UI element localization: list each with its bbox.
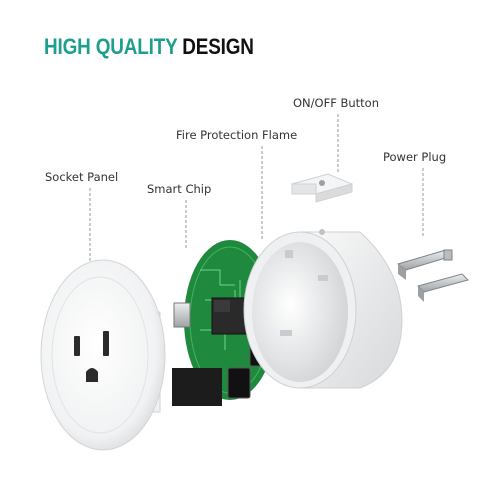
chip-capacitor-1	[227, 367, 251, 399]
power-plug	[396, 249, 469, 302]
label-power-plug: Power Plug	[383, 150, 447, 164]
socket-slot-right	[103, 331, 109, 356]
on-off-button	[290, 173, 354, 203]
headline-accent: HIGH QUALITY	[44, 34, 178, 59]
headline: HIGH QUALITY DESIGN	[44, 34, 254, 60]
chip-terminal	[173, 302, 191, 328]
label-fire-protection: Fire Protection Flame	[176, 128, 298, 142]
socket-slot-left	[74, 336, 80, 356]
socket-ground-hole	[86, 368, 98, 382]
headline-rest: DESIGN	[177, 34, 254, 59]
chip-transformer	[172, 368, 222, 406]
power-icon	[319, 180, 325, 186]
label-on-off-button: ON/OFF Button	[293, 96, 379, 110]
socket-panel	[40, 259, 166, 451]
label-smart-chip: Smart Chip	[147, 182, 212, 196]
leader-lines	[89, 114, 424, 265]
main-housing	[243, 229, 403, 389]
label-socket-panel: Socket Panel	[45, 170, 119, 184]
